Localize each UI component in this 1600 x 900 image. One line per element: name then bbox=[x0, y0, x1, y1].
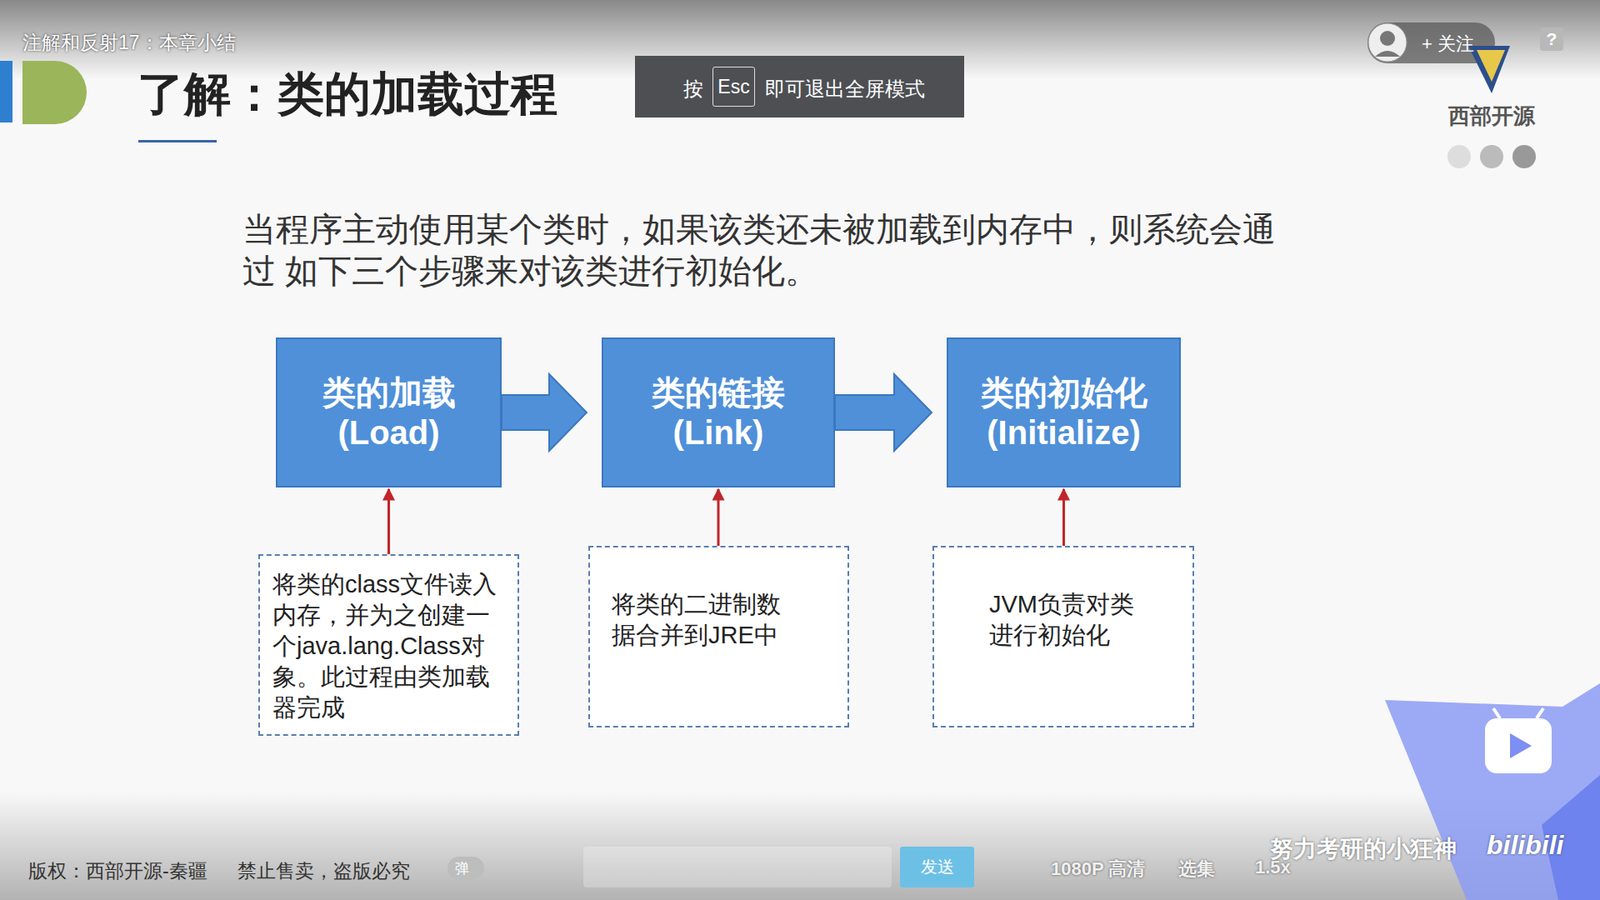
tv-antenna bbox=[1536, 708, 1544, 719]
copyright-text: 版权：西部开源-秦疆 bbox=[28, 858, 208, 885]
pointer-arrow bbox=[1062, 489, 1065, 546]
dot bbox=[1480, 145, 1504, 169]
watermark-logo: bilibili bbox=[1486, 830, 1564, 861]
logo-shape-inner bbox=[1476, 50, 1505, 82]
process-box: 类的链接(Link) bbox=[601, 337, 835, 488]
danmaku-toggle bbox=[447, 856, 485, 880]
tv-antenna bbox=[1493, 708, 1500, 719]
logo-shape bbox=[1468, 45, 1510, 94]
process-box: 类的初始化(Initialize) bbox=[946, 337, 1181, 488]
video-title: 注解和反射17：本章小结 bbox=[22, 30, 236, 56]
slide-title: 了解：类的加载过程 bbox=[137, 65, 558, 124]
player-control: 选集 bbox=[1178, 856, 1215, 882]
accent-d-shape bbox=[22, 60, 87, 125]
player-control: 1080P 高清 bbox=[1050, 856, 1145, 882]
copyright-text: 禁止售卖，盗版必究 bbox=[237, 858, 410, 885]
note-box: JVM负责对类进行初始化 bbox=[932, 545, 1195, 728]
logo-text: 西部开源 bbox=[1448, 101, 1535, 131]
dot bbox=[1512, 145, 1536, 169]
accent-bar bbox=[0, 60, 13, 123]
tv-icon-play bbox=[1510, 733, 1532, 759]
note-box: 将类的二进制数据合并到JRE中 bbox=[588, 545, 850, 728]
block-arrow bbox=[835, 374, 932, 451]
block-arrow bbox=[501, 374, 587, 451]
avatar bbox=[1368, 23, 1407, 62]
avatar-body bbox=[1375, 50, 1400, 57]
pointer-arrow bbox=[387, 489, 390, 555]
box-label: 类的初始化 bbox=[980, 372, 1148, 413]
note-box: 将类的class文件读入内存，并为之创建一个java.lang.Class对象。… bbox=[258, 554, 520, 736]
dot bbox=[1447, 145, 1471, 169]
note-text: 将类的class文件读入内存，并为之创建一个java.lang.Class对象。… bbox=[272, 569, 510, 724]
bottom-shade bbox=[0, 791, 1600, 900]
watermark: 努力考研的小狂神 bbox=[1270, 833, 1457, 865]
process-box: 类的加载(Load) bbox=[275, 337, 502, 488]
box-label: (Load) bbox=[337, 412, 440, 453]
danmaku-toggle-label: 弹 bbox=[455, 859, 470, 879]
pointer-arrow bbox=[717, 489, 720, 546]
hint-panel bbox=[635, 55, 965, 118]
brand-shape bbox=[1385, 683, 1600, 900]
intro-text: 当程序主动使用某个类时，如果该类还未被加载到内存中，则系统会通过 如下三个步骤来… bbox=[242, 208, 1301, 292]
comment-input bbox=[583, 846, 892, 888]
follow-button: + 关注 bbox=[1421, 31, 1475, 57]
note-text: 将类的二进制数据合并到JRE中 bbox=[611, 589, 795, 651]
box-label: 类的链接 bbox=[651, 372, 785, 413]
send-button bbox=[900, 846, 975, 888]
box-label: (Initialize) bbox=[986, 412, 1140, 453]
avatar-head bbox=[1380, 30, 1395, 46]
key-cap: Esc bbox=[712, 66, 755, 107]
send-label: 发送 bbox=[900, 846, 975, 888]
box-label: (Link) bbox=[673, 412, 765, 453]
tv-icon bbox=[1485, 718, 1552, 774]
note-text: JVM负责对类进行初始化 bbox=[989, 589, 1156, 651]
box-label: 类的加载 bbox=[322, 372, 456, 413]
hint-text: 即可退出全屏模式 bbox=[765, 75, 925, 103]
title-underline bbox=[138, 140, 217, 143]
hint-text: 按 bbox=[683, 75, 704, 103]
help-icon: ? bbox=[1540, 27, 1564, 51]
